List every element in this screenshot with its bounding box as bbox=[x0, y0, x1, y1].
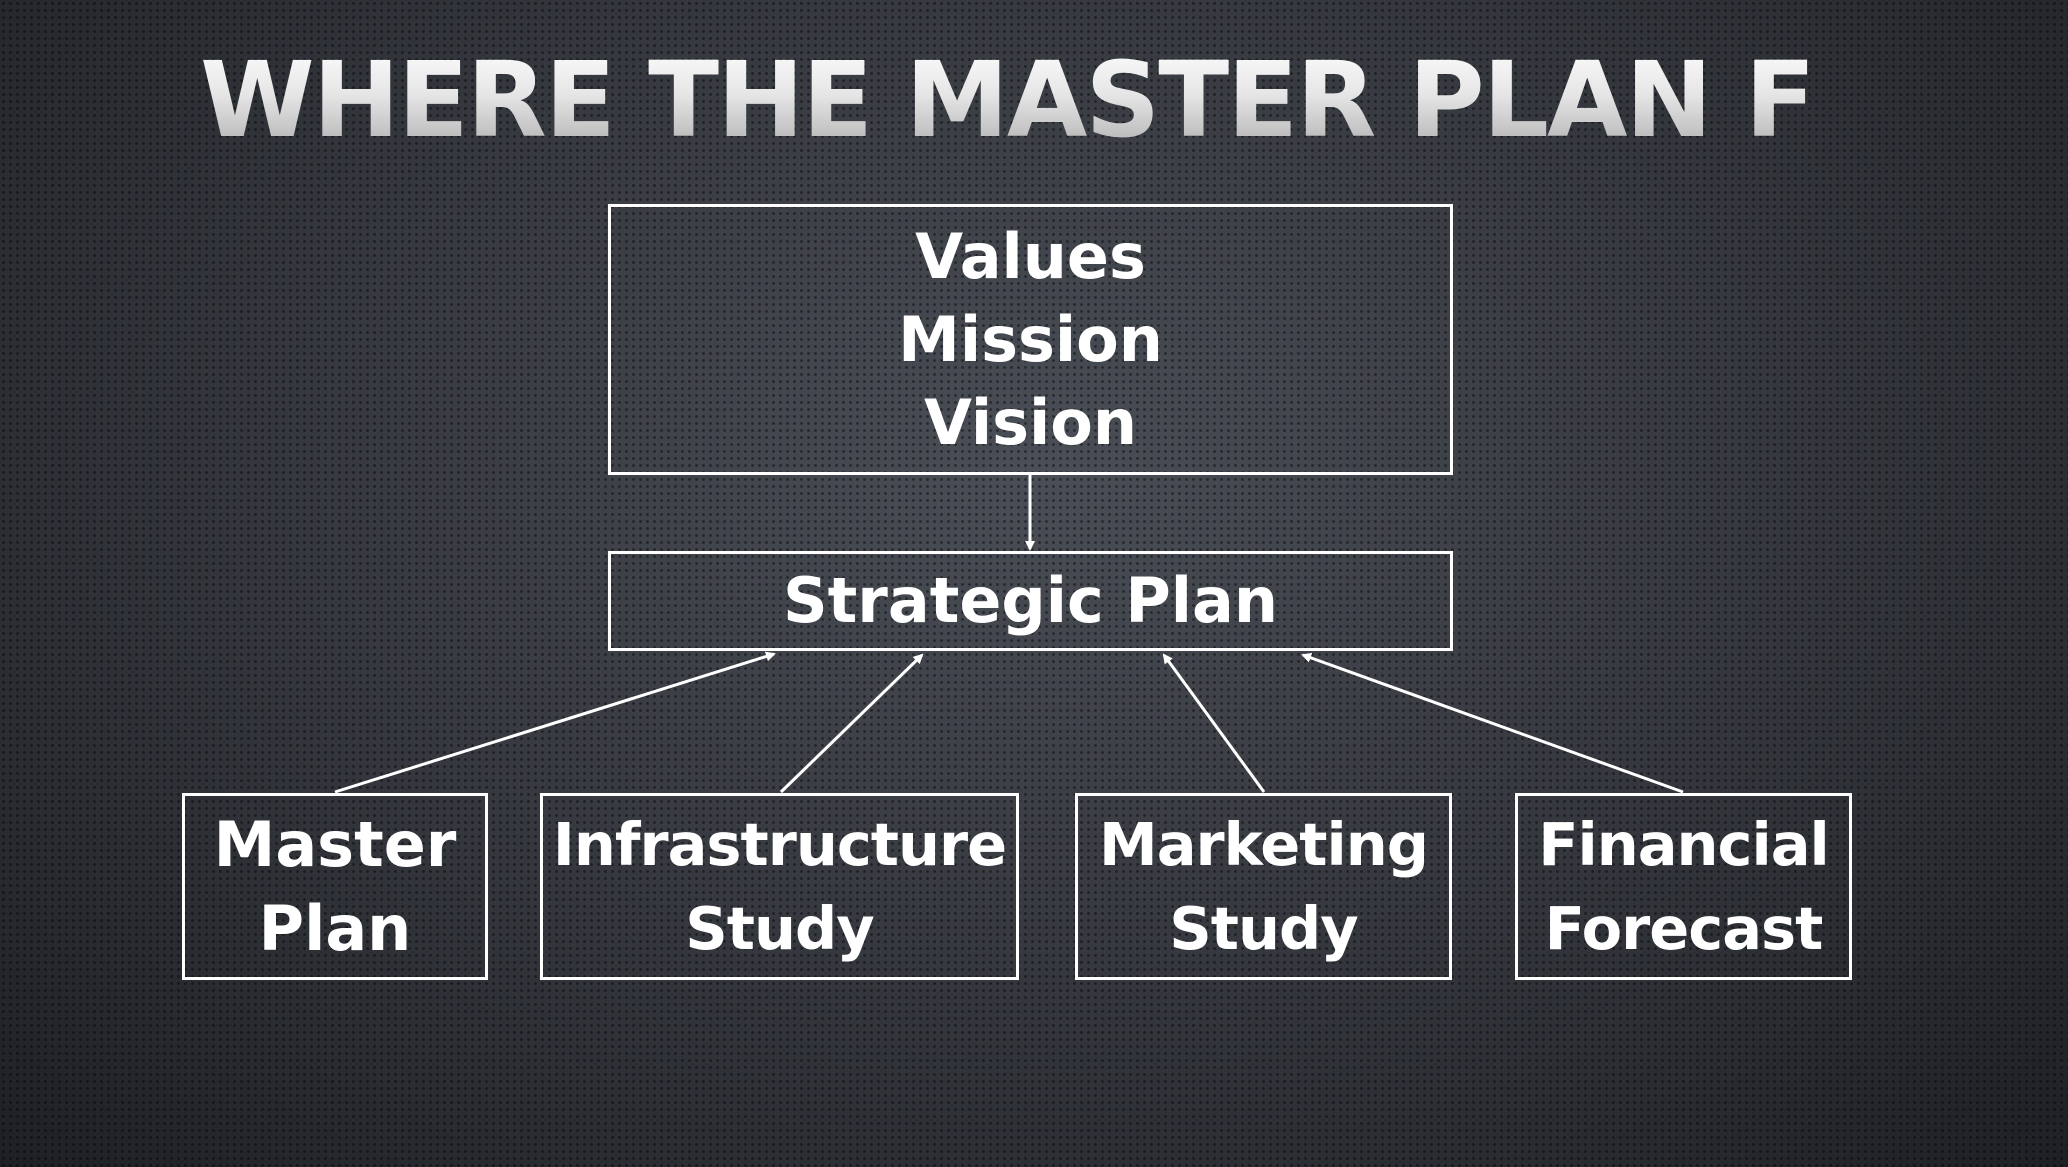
infrastructure-study-label-line1: Infrastructure bbox=[552, 809, 1007, 879]
master-plan-label-line2: Plan bbox=[258, 891, 412, 965]
infrastructure-study-label-line2: Study bbox=[685, 893, 874, 963]
mission-label: Mission bbox=[898, 303, 1163, 376]
master-plan-label-line1: Master bbox=[213, 807, 457, 881]
strategic-plan-box: Strategic Plan bbox=[608, 551, 1453, 651]
marketing-study-label-line1: Marketing bbox=[1099, 809, 1429, 879]
marketing-study-label-line2: Study bbox=[1169, 893, 1358, 963]
values-label: Values bbox=[915, 220, 1146, 293]
arrow-marketing-study-to-strategic-plan bbox=[1162, 653, 1266, 793]
slide-title: WHERE THE MASTER PLAN FITS bbox=[200, 39, 1994, 161]
financial-forecast-box: Financial Forecast bbox=[1515, 793, 1852, 980]
arrow-infrastructure-study-to-strategic-plan bbox=[779, 653, 924, 794]
infrastructure-study-box: Infrastructure Study bbox=[540, 793, 1019, 980]
financial-forecast-label-line1: Financial bbox=[1538, 809, 1830, 879]
master-plan-box: Master Plan bbox=[182, 793, 488, 980]
arrow-financial-forecast-to-strategic-plan bbox=[1301, 653, 1684, 794]
financial-forecast-label-line2: Forecast bbox=[1544, 893, 1824, 963]
values-mission-vision-box: Values Mission Vision bbox=[608, 204, 1453, 475]
marketing-study-box: Marketing Study bbox=[1075, 793, 1452, 980]
vision-label: Vision bbox=[923, 386, 1138, 459]
strategic-plan-label: Strategic Plan bbox=[782, 564, 1279, 637]
arrow-master-plan-to-strategic-plan bbox=[334, 651, 776, 794]
